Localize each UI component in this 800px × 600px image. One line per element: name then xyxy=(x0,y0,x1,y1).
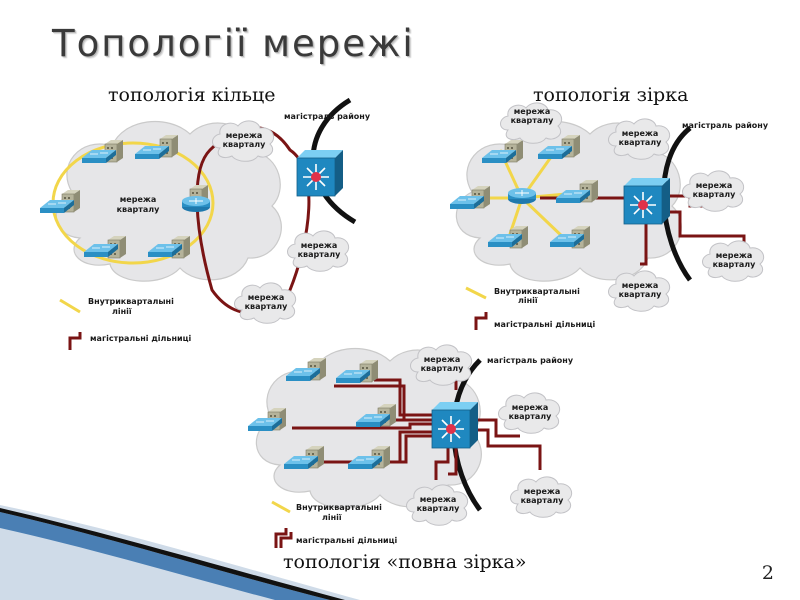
router-icon xyxy=(507,187,537,205)
cloud-label-line2: кварталу xyxy=(693,190,737,199)
cloud-label-line2: кварталу xyxy=(521,496,565,505)
legend-intra-line-swatch xyxy=(271,500,291,514)
backbone-label: магістраль району xyxy=(682,120,769,130)
legend-intra-label: Внутрикварталыні xyxy=(296,502,382,512)
cloud-label-line1: мережа xyxy=(514,107,550,116)
core-switch-icon xyxy=(296,149,344,197)
backbone-label: магістраль району xyxy=(284,111,371,121)
cloud-label-line2: кварталу xyxy=(245,302,289,311)
legend-trunk-swatch xyxy=(68,332,82,350)
cloud-label-line1: мережа xyxy=(622,129,658,138)
caption-star-topology: топологія зірка xyxy=(533,84,689,106)
cloud-label-line1: мережа xyxy=(716,251,752,260)
cloud-label-line1: мережа xyxy=(248,293,284,302)
legend-intra-line-swatch xyxy=(465,286,487,300)
ring-topology-diagram: мережа кварталу мережа кварталу мережа к… xyxy=(39,97,371,350)
cloud-label-line1: мережа xyxy=(420,495,456,504)
cloud-label-line1: мережа xyxy=(512,403,548,412)
cloud-label-line1: мережа xyxy=(696,181,732,190)
router-icon xyxy=(181,195,211,213)
cloud-label-line1: мережа xyxy=(120,195,156,204)
legend-intra-label: Внутрикварталыні xyxy=(494,286,580,296)
cloud-label-line1: мережа xyxy=(524,487,560,496)
cloud-label-line2: кварталу xyxy=(619,138,663,147)
cloud-label-line1: мережа xyxy=(301,241,337,250)
legend-intra-line-swatch xyxy=(59,298,81,314)
cloud-label-line2: кварталу xyxy=(417,504,461,513)
cloud-label-line2: кварталу xyxy=(511,116,555,125)
legend-trunk-swatch xyxy=(274,528,288,548)
core-switch-icon xyxy=(623,177,671,225)
legend-intra-label: лінії xyxy=(518,295,538,305)
cloud-label-line2: кварталу xyxy=(713,260,757,269)
cloud-label-line2: кварталу xyxy=(298,250,342,259)
decorative-swoosh xyxy=(0,505,360,600)
legend-trunk-label: магістральні дільниці xyxy=(296,535,398,545)
page-number: 2 xyxy=(761,562,774,584)
legend-intra-label: лінії xyxy=(112,306,132,316)
star-topology-diagram: мережа кварталу мережа кварталу мережа к… xyxy=(449,102,769,330)
legend-intra-label: лінії xyxy=(322,512,342,522)
cloud-label-line1: мережа xyxy=(622,281,658,290)
caption-full-star-topology: топологія «повна зірка» xyxy=(283,551,527,573)
legend-trunk-label: магістральні дільниці xyxy=(494,319,596,329)
legend-trunk-label: магістральні дільниці xyxy=(90,333,192,343)
legend-trunk-swatch xyxy=(279,532,293,548)
cloud-label-line2: кварталу xyxy=(117,205,161,214)
core-switch-icon xyxy=(431,401,479,449)
full-star-topology-diagram: мережа кварталу мережа кварталу мережа к… xyxy=(247,344,574,548)
cloud-label-line2: кварталу xyxy=(223,140,267,149)
legend-trunk-swatch xyxy=(474,312,488,330)
cloud-label-line2: кварталу xyxy=(509,412,553,421)
caption-ring-topology: топологія кільце xyxy=(108,84,276,106)
legend-intra-label: Внутрикварталыні xyxy=(88,296,174,306)
backbone-label: магістраль району xyxy=(487,355,574,365)
trunk-ring-line xyxy=(195,126,311,315)
cloud-label-line1: мережа xyxy=(424,355,460,364)
cloud-label-line1: мережа xyxy=(226,131,262,140)
slide-title: Топології мережі xyxy=(52,22,415,65)
cloud-label-line2: кварталу xyxy=(619,290,663,299)
cloud-label-line2: кварталу xyxy=(421,364,465,373)
